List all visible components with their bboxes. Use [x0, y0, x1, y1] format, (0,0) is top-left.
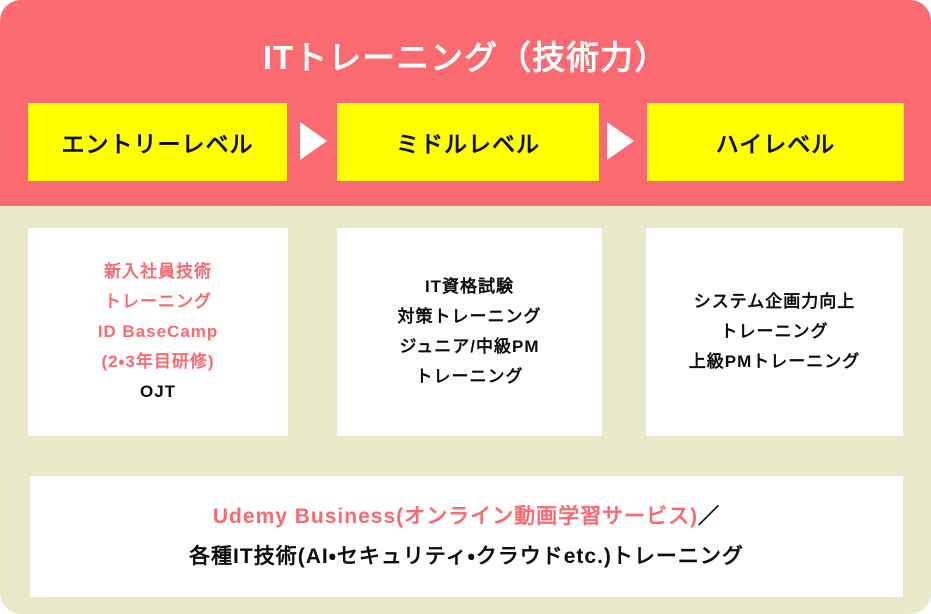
level-box-high: ハイレベル — [647, 103, 904, 181]
arrow-right-icon — [607, 122, 634, 160]
card-middle-line: IT資格試験 — [424, 277, 515, 296]
separator-slash: ／ — [698, 504, 721, 528]
bottom-card-line1: Udemy Business(オンライン動画学習サービス)／ — [213, 497, 720, 537]
card-high-line: 上級PMトレーニング — [688, 352, 861, 371]
page-title: ITトレーニング（技術力） — [262, 39, 669, 76]
card-entry-level: 新入社員技術 トレーニング ID BaseCamp (2・3年目研修) OJT — [28, 228, 288, 436]
card-middle-level: IT資格試験 対策トレーニング ジュニア/中級PM トレーニング — [337, 228, 602, 436]
card-entry-line: トレーニング — [104, 292, 212, 311]
card-entry-line: OJT — [139, 382, 177, 401]
card-middle-line: ジュニア/中級PM — [399, 337, 540, 356]
card-high-level: システム企画力向上 トレーニング 上級PMトレーニング — [646, 228, 903, 436]
card-entry-line: 新入社員技術 — [104, 262, 212, 281]
card-high-line: トレーニング — [720, 322, 829, 341]
card-high-line: システム企画力向上 — [693, 292, 856, 311]
level-entry-label: エントリーレベル — [61, 131, 254, 157]
card-middle-line: トレーニング — [415, 367, 524, 386]
header-band: ITトレーニング（技術力） エントリーレベル ミドルレベル ハイレベル — [0, 0, 931, 206]
card-entry-line: (2・3年目研修) — [101, 352, 215, 371]
arrow-right-icon — [300, 122, 327, 160]
level-box-middle: ミドルレベル — [337, 103, 599, 181]
card-common-training: Udemy Business(オンライン動画学習サービス)／ 各種IT技術(AI… — [30, 476, 903, 597]
level-high-label: ハイレベル — [715, 131, 836, 157]
udemy-business-text: Udemy Business(オンライン動画学習サービス) — [212, 504, 699, 528]
level-box-entry: エントリーレベル — [28, 103, 287, 181]
bottom-card-line2: 各種IT技術(AI・セキュリティ・クラウドetc.)トレーニング — [189, 544, 744, 568]
card-entry-line: ID BaseCamp — [97, 322, 219, 341]
level-middle-label: ミドルレベル — [396, 131, 540, 157]
card-middle-line: 対策トレーニング — [397, 307, 542, 326]
